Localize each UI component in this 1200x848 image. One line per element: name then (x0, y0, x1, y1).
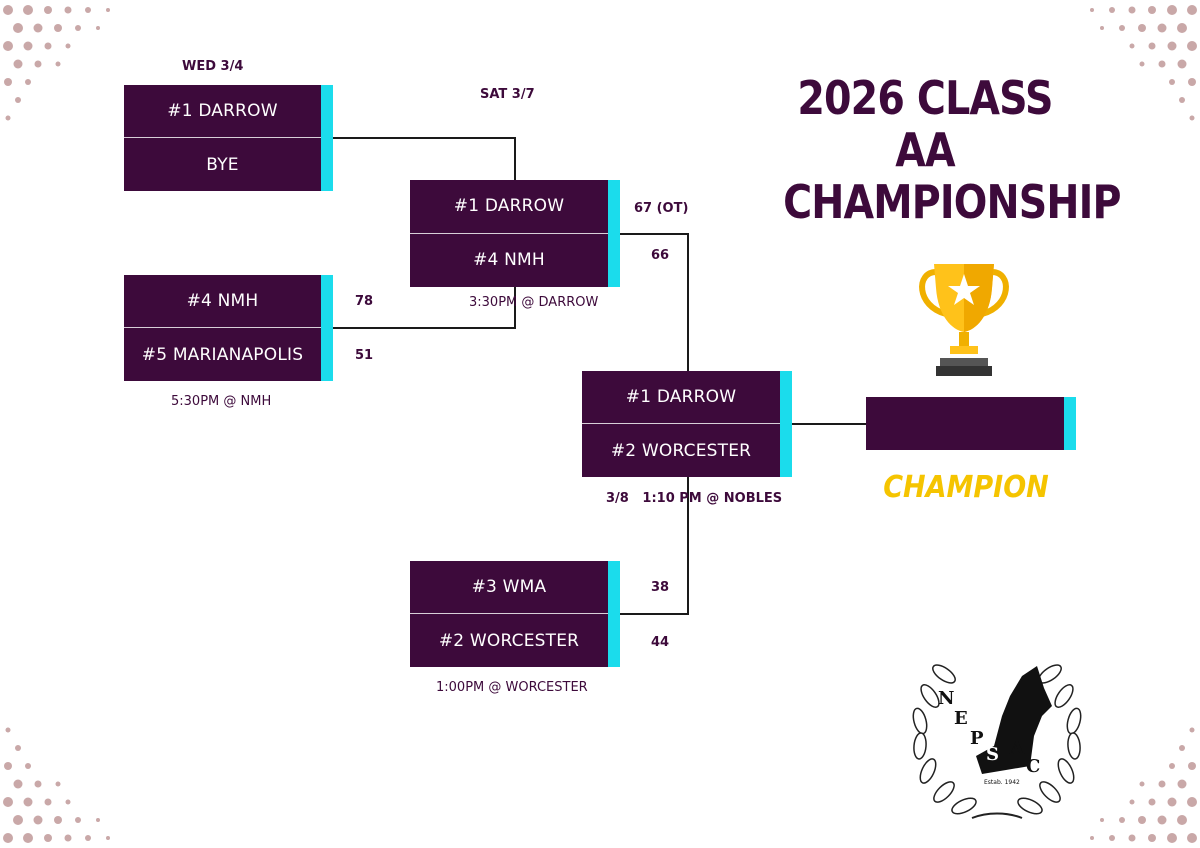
score: 78 (355, 294, 374, 309)
svg-text:Estab. 1942: Estab. 1942 (984, 779, 1020, 786)
dot-pattern-top-left (3, 5, 110, 121)
dot-pattern-bottom-right (1090, 727, 1197, 843)
champion-team (866, 397, 1064, 450)
dot-pattern-bottom-left (3, 727, 110, 843)
title-line-2: CHAMPIONSHIP (783, 175, 1121, 229)
accent-bar (780, 371, 792, 477)
score: 67 (OT) (634, 201, 689, 216)
accent-bar (608, 180, 620, 287)
team-slot: #4 NMH (473, 250, 545, 271)
game-info: 1:00PM @ WORCESTER (436, 680, 588, 695)
team-slot: #3 WMA (410, 561, 608, 614)
accent-bar (321, 275, 333, 381)
svg-text:N: N (938, 688, 954, 709)
champion-label: CHAMPION (883, 470, 1049, 505)
svg-text:A: A (1009, 738, 1025, 759)
trophy-icon (919, 264, 1009, 376)
game-info: 3/8 1:10 PM @ NOBLES (606, 491, 783, 506)
team-slot: #2 WORCESTER (438, 630, 580, 651)
score: 51 (355, 348, 374, 363)
svg-text:E: E (954, 708, 968, 729)
team-slot: #1 DARROW (124, 85, 321, 138)
matchup-sf2: #3 WMA #2 WORCESTER (410, 561, 620, 667)
champion-slot (866, 397, 1076, 450)
game-info: 5:30PM @ NMH (171, 394, 272, 409)
matchup-sf1: #1 DARROW #4 NMH (410, 180, 620, 287)
laurel-wreath-icon: N E P S A C Estab. 1942 (912, 664, 1082, 819)
score: 44 (651, 635, 670, 650)
nepsac-logo: N E P S A C Estab. 1942 (902, 636, 1092, 826)
svg-text:P: P (970, 728, 984, 749)
title-line-1: 2026 CLASS AA (797, 71, 1053, 177)
game-info: 3:30PM @ DARROW (469, 295, 599, 310)
dot-pattern-top-right (1090, 5, 1197, 121)
accent-bar (608, 561, 620, 667)
matchup-qf1: #1 DARROW BYE (124, 85, 333, 191)
svg-text:C: C (1026, 756, 1040, 777)
team-slot: #1 DARROW (582, 371, 780, 424)
accent-bar (321, 85, 333, 191)
page-title: 2026 CLASS AA CHAMPIONSHIP (783, 71, 1121, 229)
score: 38 (651, 580, 670, 595)
score: 66 (651, 248, 670, 263)
team-slot: BYE (206, 154, 239, 175)
round-date-wed: WED 3/4 (182, 59, 244, 74)
round-date-sat: SAT 3/7 (480, 87, 535, 102)
team-slot: #1 DARROW (410, 180, 608, 234)
team-slot: #5 MARIANAPOLIS (141, 344, 304, 365)
team-slot: #2 WORCESTER (610, 440, 752, 461)
matchup-qf2: #4 NMH #5 MARIANAPOLIS (124, 275, 333, 381)
team-slot: #4 NMH (124, 275, 321, 328)
accent-bar (1064, 397, 1076, 450)
svg-text:S: S (986, 744, 999, 765)
matchup-final: #1 DARROW #2 WORCESTER (582, 371, 792, 477)
